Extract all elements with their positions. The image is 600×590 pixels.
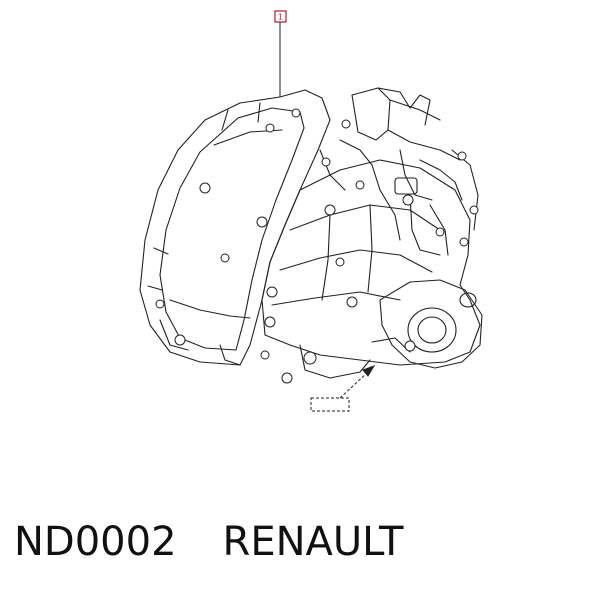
part-code: ND0002: [14, 519, 177, 565]
part-callout-1[interactable]: 1: [274, 10, 287, 23]
housing-bolts: [155, 108, 479, 384]
brand-name: RENAULT: [222, 519, 404, 565]
part-caption: ND0002 RENAULT: [14, 512, 403, 572]
callout-number: 1: [278, 13, 283, 22]
hidden-part-marker: [310, 365, 376, 412]
gearbox-housing: [139, 87, 483, 379]
gearbox-exploded-view: 1: [139, 10, 483, 412]
